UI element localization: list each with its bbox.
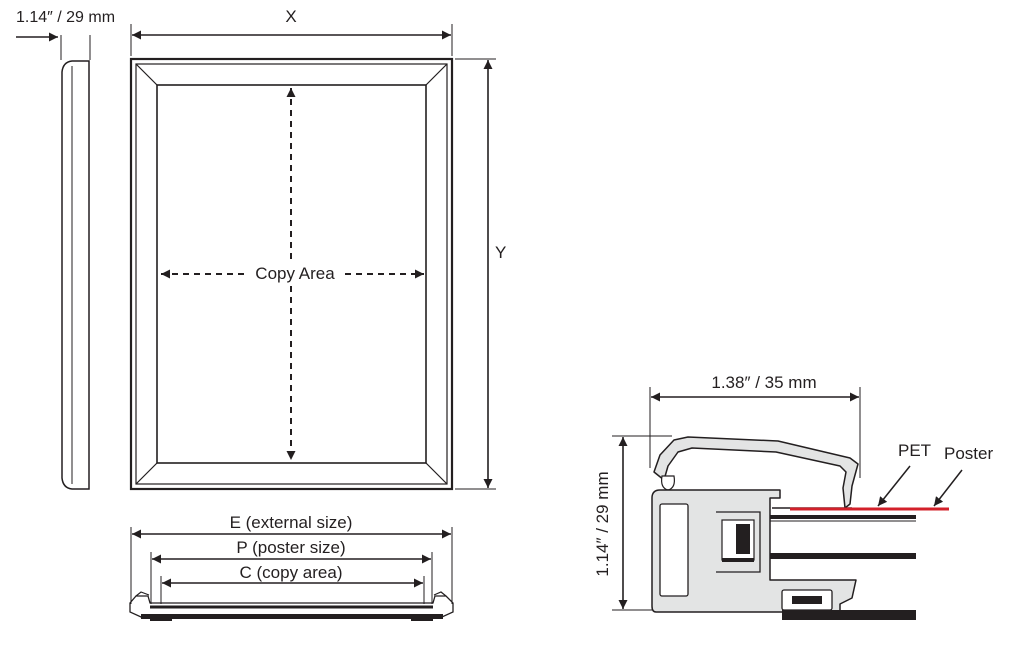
poster-pointer [933,469,963,507]
profile-clip-foot [722,558,754,562]
backing-layer-top [770,515,916,519]
frame-miter-top-left [135,63,158,86]
pet-pointer [877,465,911,507]
snap-cover-hinge [661,475,675,491]
bottom-rail-clip-core [792,596,822,604]
front-view: X Y Copy Area [129,7,506,491]
frame-miter-bottom-right [425,462,448,485]
profile-clip-channel [716,511,761,573]
profile-hollow-channel [659,503,689,597]
pet-label: PET [898,441,931,460]
frame-side-profile [61,60,90,490]
external-size-label: E (external size) [230,513,353,532]
frame-depth-label: 1.14″ / 29 mm [16,9,115,26]
width-label: X [285,7,296,26]
copy-area-size-label: C (copy area) [240,563,343,582]
bottom-view: E (external size) P (poster size) C (cop… [129,513,454,621]
frame-inner-edge [156,84,427,464]
frame-miter-bottom-left [135,462,158,485]
backing-layer-middle [770,553,916,559]
side-view: 1.14″ / 29 mm [16,9,115,490]
profile-height-label: 1.14″ / 29 mm [593,471,612,576]
copy-area-label: Copy Area [255,264,335,283]
profile-clip-insert-core [736,524,750,554]
frame-outer-bevel [135,63,448,485]
back-panel [782,610,916,620]
copy-area-label-bg [247,262,343,284]
profile-width-label: 1.38″ / 35 mm [711,373,816,392]
frame-outer-edge [129,57,454,491]
profile-cross-section: 1.38″ / 35 mm 1.14″ / 29 mm PET Poster [593,373,993,620]
frame-miter-top-right [425,63,448,86]
frame-bottom-profile [129,591,454,621]
poster-label: Poster [944,444,993,463]
poster-size-label: P (poster size) [236,538,345,557]
height-label: Y [495,243,506,262]
